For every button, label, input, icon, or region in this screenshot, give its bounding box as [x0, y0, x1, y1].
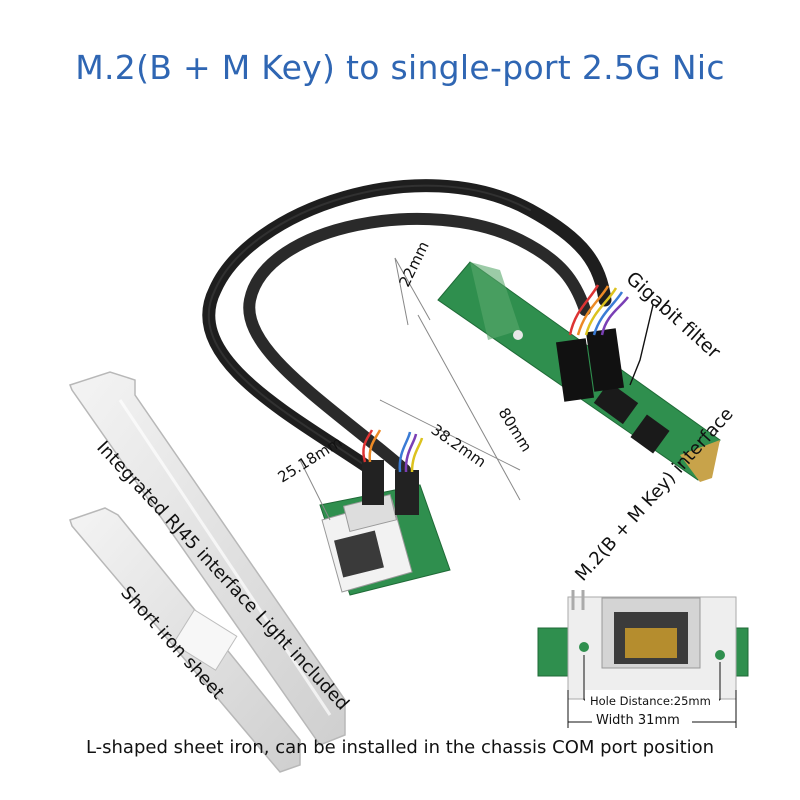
- rj45-port: [334, 530, 384, 578]
- dim-22mm: 22mm: [395, 238, 432, 289]
- caption: L-shaped sheet iron, can be installed in…: [85, 737, 715, 758]
- dim-80mm: 80mm: [495, 405, 536, 456]
- gold-fingers: [680, 440, 720, 482]
- short-bracket: [69, 507, 301, 773]
- rj45-board: [319, 460, 451, 596]
- filter-chip: [593, 381, 639, 425]
- rj45-wires: [362, 429, 424, 473]
- leader-line: [629, 304, 654, 386]
- m2-card: [437, 261, 721, 482]
- full-height-bracket: [69, 371, 346, 746]
- page-title: M.2(B + M Key) to single-port 2.5G Nic: [75, 48, 725, 87]
- dimension-lines: [299, 257, 521, 521]
- hole-distance-label: Hole Distance:25mm: [590, 694, 711, 708]
- bracket-cutout: [172, 609, 238, 671]
- cable: [202, 179, 612, 477]
- width-label: Width 31mm: [596, 713, 680, 728]
- label-gigabit-filter: Gigabit filter: [622, 267, 725, 363]
- inset-detail: Hole Distance:25mm Width 31mm: [537, 590, 749, 728]
- controller-chip: [630, 414, 670, 454]
- dim-25-18mm: 25.18mm: [275, 433, 346, 487]
